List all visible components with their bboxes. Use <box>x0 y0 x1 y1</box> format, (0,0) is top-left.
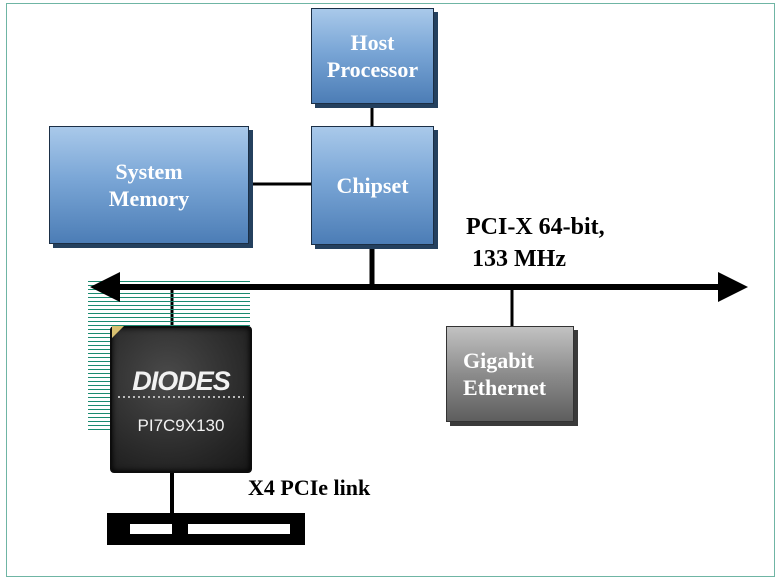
host-processor-label: Host Processor <box>326 30 419 82</box>
system-memory-label: System Memory <box>108 159 190 211</box>
bridge-chip <box>110 326 252 473</box>
chip-pin1-marker <box>112 326 124 338</box>
pcie-slot-key-right <box>188 524 290 534</box>
host-processor-box: Host Processor <box>311 8 434 104</box>
bus-label-line2: 133 MHz <box>472 246 566 272</box>
system-memory-box: System Memory <box>49 126 249 244</box>
pcie-link-label: X4 PCIe link <box>248 475 371 500</box>
chipset-box: Chipset <box>311 126 434 245</box>
chip-logo-subline <box>118 396 244 398</box>
chipset-label: Chipset <box>336 173 409 198</box>
bus-label-line1: PCI-X 64-bit, <box>466 214 605 240</box>
chip-part-number: PI7C9X130 <box>137 416 225 435</box>
gigabit-ethernet-label: Gigabit Ethernet <box>463 348 547 400</box>
gigabit-ethernet-box: Gigabit Ethernet <box>446 326 574 422</box>
chip-brand-logo: DIODES <box>132 366 231 396</box>
pcie-slot-key-left <box>130 524 172 534</box>
diagram-frame <box>6 3 775 577</box>
bus-arrow-right <box>718 272 748 302</box>
bus-arrow-left <box>90 272 120 302</box>
